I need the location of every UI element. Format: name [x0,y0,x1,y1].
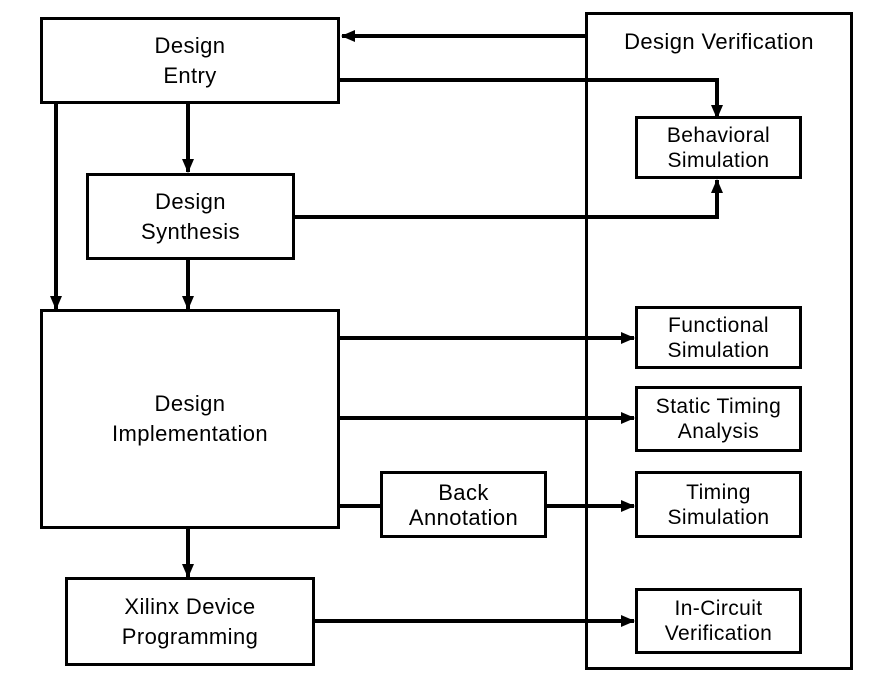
static-timing-line-2: Analysis [677,420,760,443]
behavioral-simulation-box: Behavioral Simulation [635,116,802,179]
functional-simulation-line-2: Simulation [667,338,770,362]
xilinx-device-programming-box: Xilinx Device Programming [65,577,315,666]
design-entry-box: Design Entry [40,17,340,104]
back-annotation-line-2: Annotation [408,504,519,530]
in-circuit-line-1: In-Circuit [674,597,763,620]
design-synthesis-box: Design Synthesis [86,173,295,260]
design-verification-title: Design Verification [624,29,814,54]
static-timing-line-1: Static Timing [655,395,782,418]
design-entry-line-1: Design [154,32,226,58]
in-circuit-verification-box: In-Circuit Verification [635,588,802,654]
timing-simulation-line-1: Timing [686,480,751,504]
design-synthesis-line-1: Design [155,188,226,214]
device-programming-line-2: Programming [121,623,259,649]
timing-simulation-line-2: Simulation [667,505,770,529]
in-circuit-line-2: Verification [664,622,773,645]
design-synthesis-line-2: Synthesis [141,218,240,244]
static-timing-analysis-box: Static Timing Analysis [635,386,802,452]
arrow-synthesis-to-behavioral [293,179,723,219]
back-annotation-box: Back Annotation [380,471,547,538]
back-annotation-line-1: Back [438,479,489,505]
arrow-entry-to-behavioral [338,78,723,119]
design-implementation-box: Design Implementation [40,309,340,529]
design-implementation-line-1: Design [154,391,226,416]
device-programming-line-1: Xilinx Device [124,593,256,619]
design-verification-container: Design Verification [585,12,853,670]
behavioral-simulation-line-2: Simulation [667,148,770,172]
functional-simulation-box: Functional Simulation [635,306,802,369]
design-implementation-line-2: Implementation [111,421,268,446]
timing-simulation-box: Timing Simulation [635,471,802,538]
behavioral-simulation-line-1: Behavioral [666,123,771,147]
functional-simulation-line-1: Functional [668,313,769,337]
design-entry-line-2: Entry [163,62,217,88]
